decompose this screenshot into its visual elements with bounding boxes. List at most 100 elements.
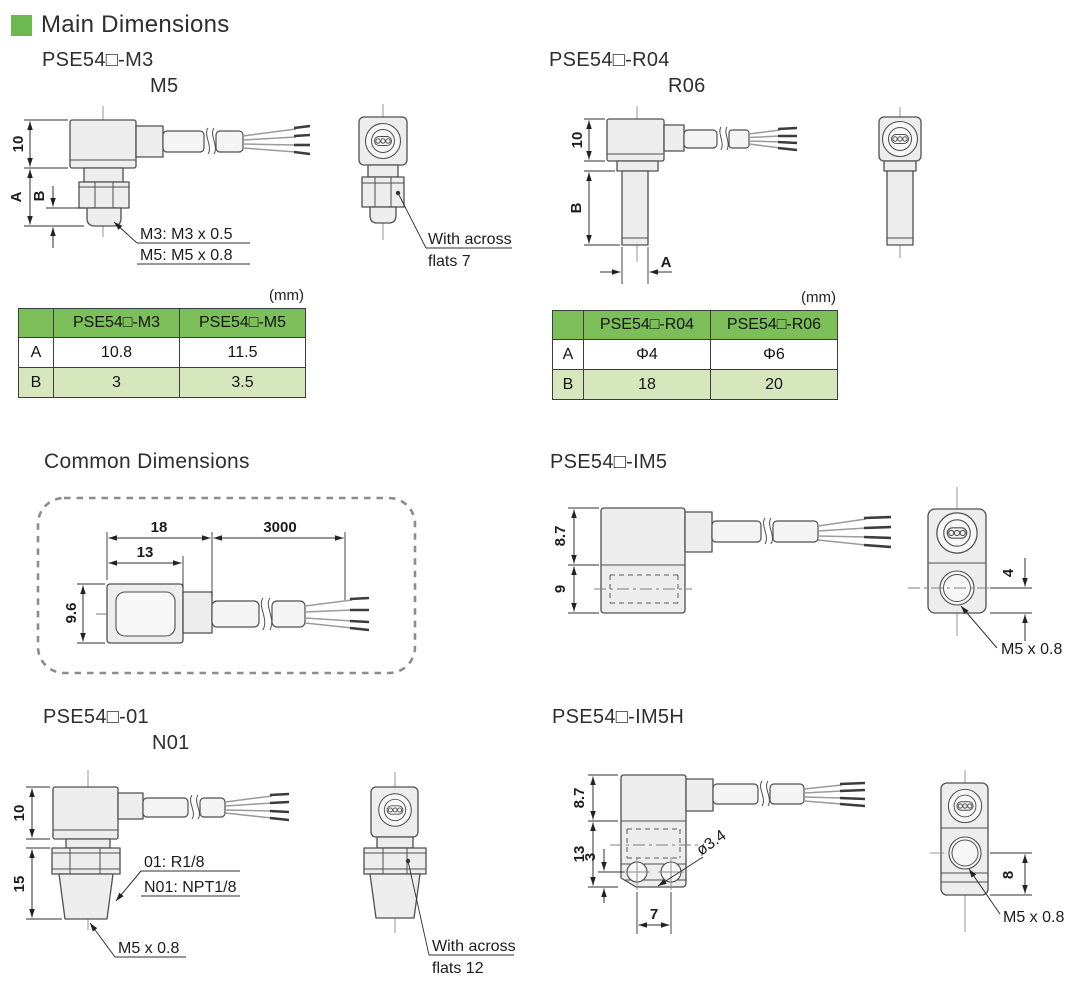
01-side-view [51,770,290,930]
im5h-drawing: 8.7 13 3 7 ø3.4 [571,770,1064,934]
im5-front-view [908,487,998,636]
dim-label-8: 8 [1000,871,1017,879]
dashed-boundary-box [36,496,417,675]
heading-im5: PSE54□-IM5 [550,451,668,473]
row-label: B [552,369,584,400]
dim-label-10: 10 [11,805,28,822]
page-title-row: Main Dimensions [11,11,230,39]
im5-thread-note: M5 x 0.8 [960,605,1062,658]
flats-note-line2: flats 7 [428,253,471,270]
m3-side-view [69,106,311,237]
table-row: A Φ4 Φ6 [552,339,838,370]
tip-thread-note: M5 x 0.8 [118,940,179,957]
connector-face-icon [378,793,412,827]
im5-drawing: 8.7 9 4 M5 x 0.8 [552,487,1062,658]
im5h-side-view [610,774,866,890]
cell-value: Φ6 [710,339,838,370]
connector-face-icon [947,788,983,824]
m3-dimensions: 10 A B [8,119,85,248]
dim-label-18: 18 [151,519,168,536]
dim-label-13: 13 [571,846,588,863]
connector-face-icon [881,120,919,158]
unit-label: (mm) [801,289,836,306]
connector-face-icon [364,122,402,160]
row-label: A [18,337,54,368]
flats-note-line1: With across [428,231,512,248]
01-n01-drawing: 10 15 01: R1/8 N01: NPT1/8 M5 x 0.8 [11,770,516,977]
green-square-bullet-icon [11,14,32,36]
row-label: B [18,367,54,398]
thread-note-01: 01: R1/8 [144,854,205,871]
table-row: B 18 20 [552,369,838,400]
dim-label-13: 13 [137,544,154,561]
row-label: A [552,339,584,370]
heading-01-line2: N01 [152,732,190,754]
01-dimensions: 10 15 [11,786,62,920]
dim-label-9: 9 [552,585,569,593]
heading-im5h: PSE54□-IM5H [552,706,685,728]
dim-label-7: 7 [650,906,658,923]
common-dimensions-drawing: 18 13 3000 9.6 [36,496,417,675]
thread-note-m5: M5: M5 x 0.8 [140,247,233,264]
page-title: Main Dimensions [41,11,230,38]
r04-r06-dimension-table: PSE54□-R04 PSE54□-R06 A Φ4 Φ6 B 18 20 [552,310,838,400]
cell-value: 3 [53,367,180,398]
dim-label-10: 10 [10,136,27,153]
r04-dimensions: 10 B A [568,118,672,284]
common-cable-wires [304,596,370,632]
dim-label-A: A [8,191,25,202]
01-tip-thread-note: M5 x 0.8 [89,922,186,958]
im5-port-dimension: 4 [990,558,1032,641]
connector-face-icon [936,512,978,554]
r04-side-view [606,106,798,262]
dim-label-9.6: 9.6 [63,603,80,624]
dim-label-3: 3 [582,853,599,861]
m3-m5-table-block: (mm) PSE54□-M3 PSE54□-M5 A 10.8 11.5 B 3… [18,287,306,398]
heading-m3-line2: M5 [150,75,179,97]
cell-value: Φ4 [583,339,711,370]
m3-flats-note: With across flats 7 [395,190,512,270]
thread-note: M5 x 0.8 [1003,909,1064,926]
common-side-view [96,583,370,644]
dim-label-A: A [661,254,672,271]
flats-note-line1: With across [432,938,516,955]
table-row: B 3 3.5 [18,367,306,398]
dim-label-3000: 3000 [263,519,296,536]
r04-cable-wires [748,126,798,152]
m3-m5-drawing: 10 A B M3: M3 x 0.5 M5: M5 x 0.8 [8,104,512,270]
r04-front-view [878,107,922,258]
common-dimensions: 18 13 3000 9.6 [63,519,346,644]
im5h-dimensions: 8.7 13 3 7 [571,774,672,934]
cell-value: 10.8 [53,337,180,368]
dim-label-10: 10 [569,132,586,149]
cell-value: 3.5 [179,367,306,398]
m3-front-view [358,104,408,240]
table-header-m5: PSE54□-M5 [179,308,306,338]
01-flats-note: With across flats 12 [405,858,516,977]
r04-r06-drawing: 10 B A [568,106,922,284]
flats-note-line2: flats 12 [432,960,484,977]
im5h-thread-note: M5 x 0.8 [968,868,1064,926]
01-front-view [363,772,427,933]
dim-label-B: B [568,202,585,213]
im5-dimensions: 8.7 9 [552,507,599,614]
r04-r06-table-block: (mm) PSE54□-R04 PSE54□-R06 A Φ4 Φ6 B 18 … [552,289,838,400]
m3-m5-dimension-table: PSE54□-M3 PSE54□-M5 A 10.8 11.5 B 3 3.5 [18,308,306,398]
cell-value: 18 [583,369,711,400]
dim-label-15: 15 [11,876,28,893]
table-row: A 10.8 11.5 [18,337,306,368]
01-cable-wires [224,792,290,822]
dim-label-4: 4 [1000,568,1017,577]
thread-note: M5 x 0.8 [1001,641,1062,658]
01-thread-note: 01: R1/8 N01: NPT1/8 [115,854,240,902]
m3-thread-note: M3: M3 x 0.5 M5: M5 x 0.8 [113,221,250,265]
dim-label-8.7: 8.7 [552,526,569,547]
heading-m3-line1: PSE54□-M3 [42,49,154,71]
heading-r04-line1: PSE54□-R04 [549,49,670,71]
im5-cable-wires [817,515,892,549]
hole-dia-note: ø3.4 [694,827,730,859]
thread-note-n01: N01: NPT1/8 [144,879,237,896]
table-corner-cell [18,308,54,338]
heading-common: Common Dimensions [44,450,250,473]
